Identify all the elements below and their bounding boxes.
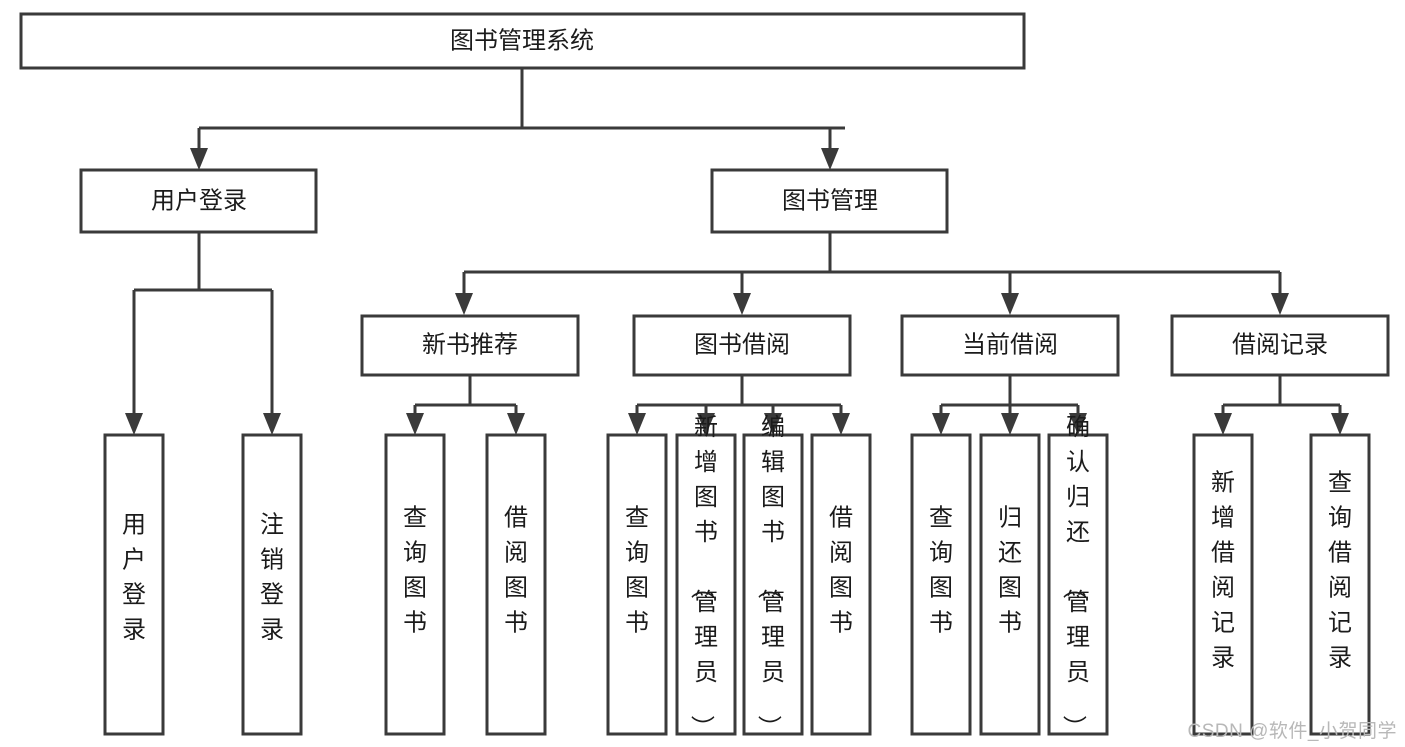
node-leaf-return-book[interactable]: 归还图书 xyxy=(979,433,1041,736)
node-borrow-record[interactable]: 借阅记录 xyxy=(1170,314,1390,377)
node-leaf-add-book-label: 新增图书（管理员） xyxy=(688,414,718,739)
arrow-head-icon xyxy=(263,413,281,435)
node-leaf-edit-book[interactable]: 编辑图书（管理员） xyxy=(742,414,804,739)
node-book-borrow[interactable]: 图书借阅 xyxy=(632,314,852,377)
arrow-head-icon xyxy=(821,148,839,170)
node-leaf-query-book-1-label: 查询图书 xyxy=(403,505,427,637)
node-leaf-borrow-book-1[interactable]: 借阅图书 xyxy=(485,433,547,736)
node-leaf-query-book-1-box[interactable] xyxy=(384,433,446,736)
node-root[interactable]: 图书管理系统 xyxy=(19,12,1026,70)
connector-group-borrow-record xyxy=(1214,375,1349,435)
node-leaf-query-book-2-box[interactable] xyxy=(606,433,668,736)
node-leaf-user-logout[interactable]: 注销登录 xyxy=(241,433,303,736)
node-leaf-query-book-3-label: 查询图书 xyxy=(929,505,953,637)
node-leaf-add-record-box[interactable] xyxy=(1192,433,1254,736)
node-leaf-add-book[interactable]: 新增图书（管理员） xyxy=(675,414,737,739)
arrow-head-icon xyxy=(1001,293,1019,315)
arrow-head-icon xyxy=(1271,293,1289,315)
node-root-box[interactable] xyxy=(19,12,1026,70)
arrow-head-icon xyxy=(697,413,715,435)
node-leaf-user-login-label: 用户登录 xyxy=(122,512,146,644)
arrow-head-icon xyxy=(733,293,751,315)
connector-group-book-borrow xyxy=(628,375,850,435)
node-new-book-recommend-box[interactable] xyxy=(360,314,580,377)
node-user-login-label: 用户登录 xyxy=(151,187,247,214)
arrow-head-icon xyxy=(1331,413,1349,435)
arrow-head-icon xyxy=(125,413,143,435)
arrow-head-icon xyxy=(190,148,208,170)
node-leaf-borrow-book-2-box[interactable] xyxy=(810,433,872,736)
node-leaf-borrow-book-1-label: 借阅图书 xyxy=(504,505,528,637)
node-book-borrow-label: 图书借阅 xyxy=(694,331,790,358)
node-leaf-borrow-book-1-box[interactable] xyxy=(485,433,547,736)
node-leaf-user-login-box[interactable] xyxy=(103,433,165,736)
node-book-manage-label: 图书管理 xyxy=(782,187,878,214)
node-leaf-query-book-3[interactable]: 查询图书 xyxy=(910,433,972,736)
node-leaf-add-record-label: 新增借阅记录 xyxy=(1211,470,1235,672)
node-leaf-confirm-return-box[interactable] xyxy=(1047,433,1109,736)
node-borrow-record-label: 借阅记录 xyxy=(1232,331,1328,358)
node-book-manage[interactable]: 图书管理 xyxy=(710,168,949,234)
arrow-head-icon xyxy=(406,413,424,435)
arrow-head-icon xyxy=(628,413,646,435)
arrow-head-icon xyxy=(1001,413,1019,435)
node-leaf-query-book-3-box[interactable] xyxy=(910,433,972,736)
node-user-login-box[interactable] xyxy=(79,168,318,234)
node-current-borrow[interactable]: 当前借阅 xyxy=(900,314,1120,377)
node-leaf-query-book-2-label: 查询图书 xyxy=(625,505,649,637)
arrow-head-icon xyxy=(455,293,473,315)
node-new-book-recommend[interactable]: 新书推荐 xyxy=(360,314,580,377)
node-leaf-edit-book-box[interactable] xyxy=(742,433,804,736)
node-leaf-user-logout-box[interactable] xyxy=(241,433,303,736)
node-leaf-user-logout-label: 注销登录 xyxy=(260,512,284,644)
arrow-head-icon xyxy=(1214,413,1232,435)
connector-group-root xyxy=(190,68,845,170)
arrow-head-icon xyxy=(764,413,782,435)
connector-group-current-borrow xyxy=(932,375,1087,435)
node-root-label: 图书管理系统 xyxy=(450,27,594,54)
node-leaf-borrow-book-2[interactable]: 借阅图书 xyxy=(810,433,872,736)
node-leaf-confirm-return[interactable]: 确认归还（管理员） xyxy=(1047,414,1109,739)
node-new-book-recommend-label: 新书推荐 xyxy=(422,331,518,358)
csdn-watermark: CSDN @软件_小贺同学 xyxy=(1187,721,1397,742)
node-current-borrow-label: 当前借阅 xyxy=(962,331,1058,358)
node-leaf-return-book-box[interactable] xyxy=(979,433,1041,736)
node-leaf-add-record[interactable]: 新增借阅记录 xyxy=(1192,433,1254,736)
node-book-manage-box[interactable] xyxy=(710,168,949,234)
node-leaf-confirm-return-label: 确认归还（管理员） xyxy=(1060,414,1090,739)
node-leaf-query-record[interactable]: 查询借阅记录 xyxy=(1309,433,1371,736)
connector-group-book-manage xyxy=(455,232,1289,315)
arrow-head-icon xyxy=(507,413,525,435)
node-leaf-return-book-label: 归还图书 xyxy=(998,505,1022,637)
node-current-borrow-box[interactable] xyxy=(900,314,1120,377)
node-user-login[interactable]: 用户登录 xyxy=(79,168,318,234)
node-leaf-query-record-box[interactable] xyxy=(1309,433,1371,736)
node-book-borrow-box[interactable] xyxy=(632,314,852,377)
node-leaf-borrow-book-2-label: 借阅图书 xyxy=(829,505,853,637)
arrow-head-icon xyxy=(832,413,850,435)
node-leaf-query-book-1[interactable]: 查询图书 xyxy=(384,433,446,736)
node-leaf-user-login[interactable]: 用户登录 xyxy=(103,433,165,736)
node-leaf-query-book-2[interactable]: 查询图书 xyxy=(606,433,668,736)
node-borrow-record-box[interactable] xyxy=(1170,314,1390,377)
node-leaf-edit-book-label: 编辑图书（管理员） xyxy=(755,414,785,739)
arrow-head-icon xyxy=(932,413,950,435)
node-leaf-add-book-box[interactable] xyxy=(675,433,737,736)
connector-group-new-book-recommend xyxy=(406,375,525,435)
node-leaf-query-record-label: 查询借阅记录 xyxy=(1328,470,1352,672)
arrow-head-icon xyxy=(1069,413,1087,435)
connector-group-user-login xyxy=(125,232,281,435)
